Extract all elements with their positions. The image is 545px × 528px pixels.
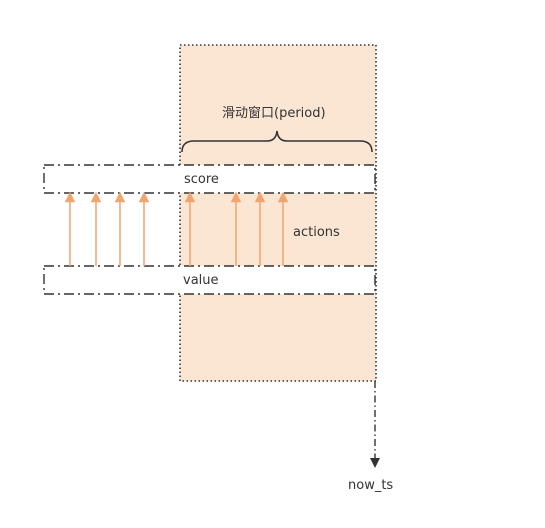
now-ts-arrowhead	[370, 458, 380, 468]
window-label: 滑动窗口(period)	[222, 106, 326, 121]
score-box	[43, 164, 376, 194]
window-brace	[181, 130, 373, 153]
sliding-window-region	[179, 44, 377, 382]
now-ts-label: now_ts	[348, 478, 394, 493]
value-label: value	[183, 273, 219, 288]
value-box	[43, 265, 376, 295]
actions-label: actions	[293, 225, 340, 240]
score-label: score	[184, 172, 219, 187]
